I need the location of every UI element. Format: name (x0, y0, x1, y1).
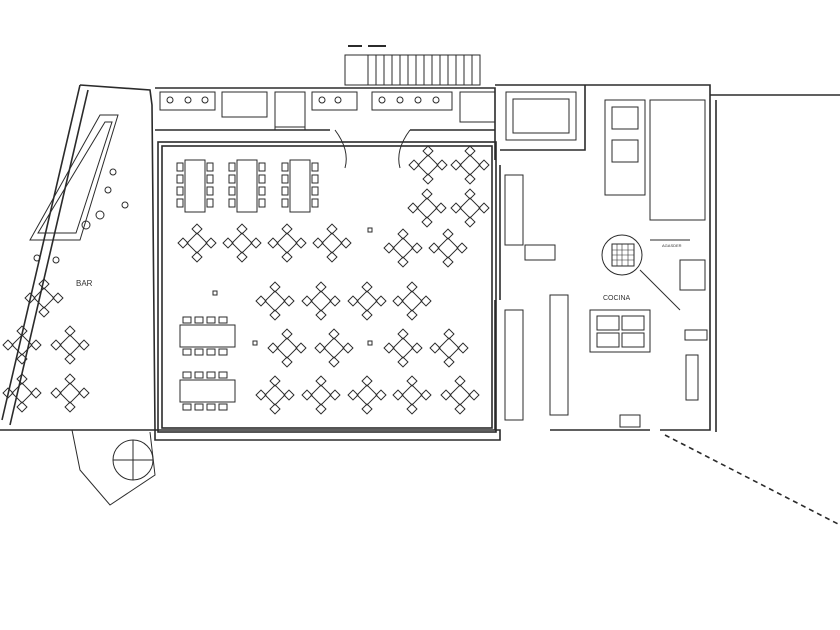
square-table (428, 228, 468, 268)
toilet-block (159, 91, 496, 169)
entrance (71, 429, 156, 506)
dining-furniture (176, 145, 490, 415)
square-table (392, 375, 432, 415)
square-table (312, 223, 352, 263)
square-table (383, 328, 423, 368)
square-table (407, 188, 447, 228)
square-table (255, 375, 295, 415)
square-table (440, 375, 480, 415)
square-table (450, 145, 490, 185)
square-table (450, 188, 490, 228)
kitchen-label: COCINA (603, 295, 631, 302)
square-table (177, 223, 217, 263)
long-table (179, 316, 236, 356)
square-table (347, 281, 387, 321)
outer-walls (0, 84, 840, 526)
square-table (267, 223, 307, 263)
small-room-label: AGASDER (662, 243, 682, 248)
square-table (383, 228, 423, 268)
square-table (408, 145, 448, 185)
square-table (2, 325, 42, 365)
staircase (344, 45, 481, 86)
bar-label: BAR (76, 279, 93, 288)
square-table (2, 373, 42, 413)
square-table (222, 223, 262, 263)
square-table (429, 328, 469, 368)
long-table (176, 159, 214, 213)
bar-furniture (2, 278, 90, 413)
square-table (347, 375, 387, 415)
square-table (314, 328, 354, 368)
kitchen-equipment (504, 91, 708, 428)
long-table (228, 159, 266, 213)
square-table (50, 325, 90, 365)
bar-counter (29, 114, 129, 264)
square-table (255, 281, 295, 321)
square-table (392, 281, 432, 321)
square-table (50, 373, 90, 413)
square-table (24, 278, 64, 318)
square-table (267, 328, 307, 368)
square-table (301, 281, 341, 321)
long-table (179, 371, 236, 411)
square-table (301, 375, 341, 415)
long-table (281, 159, 319, 213)
